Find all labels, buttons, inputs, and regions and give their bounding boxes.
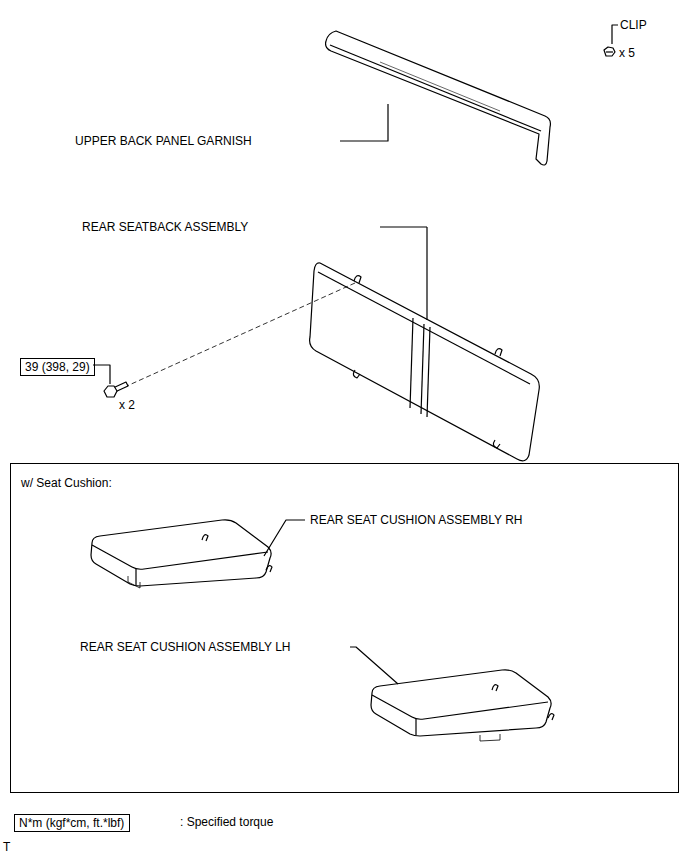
leader-line <box>340 104 388 141</box>
part-name: REAR SEAT CUSHION ASSEMBLY LH <box>80 640 291 654</box>
unit-text: N*m (kgf*cm, ft.*lbf) <box>19 816 125 830</box>
leader-line <box>93 365 110 384</box>
seatback-part <box>310 263 540 461</box>
part-name: REAR SEAT CUSHION ASSEMBLY RH <box>310 513 523 527</box>
cushion-part <box>371 670 554 741</box>
torque-box: 39 (398, 29) <box>20 358 95 376</box>
quantity: x 2 <box>119 398 135 412</box>
part-name: UPPER BACK PANEL GARNISH <box>75 134 252 148</box>
leader-line <box>350 647 398 684</box>
legend-text: : Specified torque <box>180 815 273 829</box>
part-name: CLIP <box>620 18 647 32</box>
clip-symbol <box>604 47 615 56</box>
torque-unit-box: N*m (kgf*cm, ft.*lbf) <box>14 814 130 832</box>
leader-line <box>426 227 427 320</box>
quantity: x 5 <box>619 46 635 60</box>
leader-line <box>264 520 305 556</box>
cushion-part <box>91 520 272 588</box>
bolt-symbol <box>104 382 128 397</box>
variant-heading: w/ Seat Cushion: <box>21 476 668 490</box>
leader-line <box>380 226 427 227</box>
garnish-part <box>326 31 551 165</box>
torque-value: 39 (398, 29) <box>25 360 90 374</box>
figure-code: T <box>3 840 10 854</box>
leader-line <box>612 25 618 44</box>
part-name: REAR SEATBACK ASSEMBLY <box>82 220 248 234</box>
variant-panel: w/ Seat Cushion: <box>10 463 679 793</box>
alignment-line <box>118 283 355 390</box>
